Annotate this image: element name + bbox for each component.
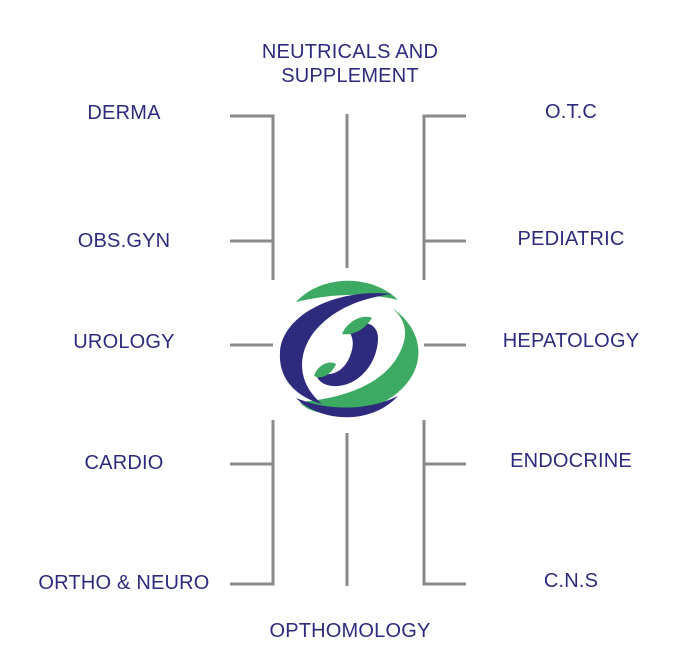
left-upper-bracket bbox=[230, 114, 275, 280]
label-top-line2: SUPPLEMENT bbox=[281, 65, 419, 87]
right-upper-bracket bbox=[422, 114, 466, 280]
label-bottom: OPTHOMOLOGY bbox=[269, 620, 431, 642]
label-ortho-neuro: ORTHO & NEURO bbox=[38, 572, 210, 594]
label-endocrine: ENDOCRINE bbox=[510, 450, 632, 472]
label-urology: UROLOGY bbox=[73, 331, 175, 353]
label-derma: DERMA bbox=[87, 102, 161, 124]
label-cardio: CARDIO bbox=[84, 452, 164, 474]
label-top: NEUTRICALS AND SUPPLEMENT bbox=[262, 40, 438, 88]
label-hepatology: HEPATOLOGY bbox=[502, 330, 640, 352]
left-lower-bracket bbox=[230, 420, 275, 586]
swirl-logo-icon bbox=[279, 280, 419, 418]
label-pediatric: PEDIATRIC bbox=[517, 228, 625, 250]
label-otc: O.T.C bbox=[544, 101, 598, 123]
right-lower-bracket bbox=[422, 420, 466, 586]
label-obs-gyn: OBS.GYN bbox=[77, 230, 171, 252]
label-top-line1: NEUTRICALS AND bbox=[261, 41, 439, 63]
label-cns: C.N.S bbox=[543, 570, 599, 592]
